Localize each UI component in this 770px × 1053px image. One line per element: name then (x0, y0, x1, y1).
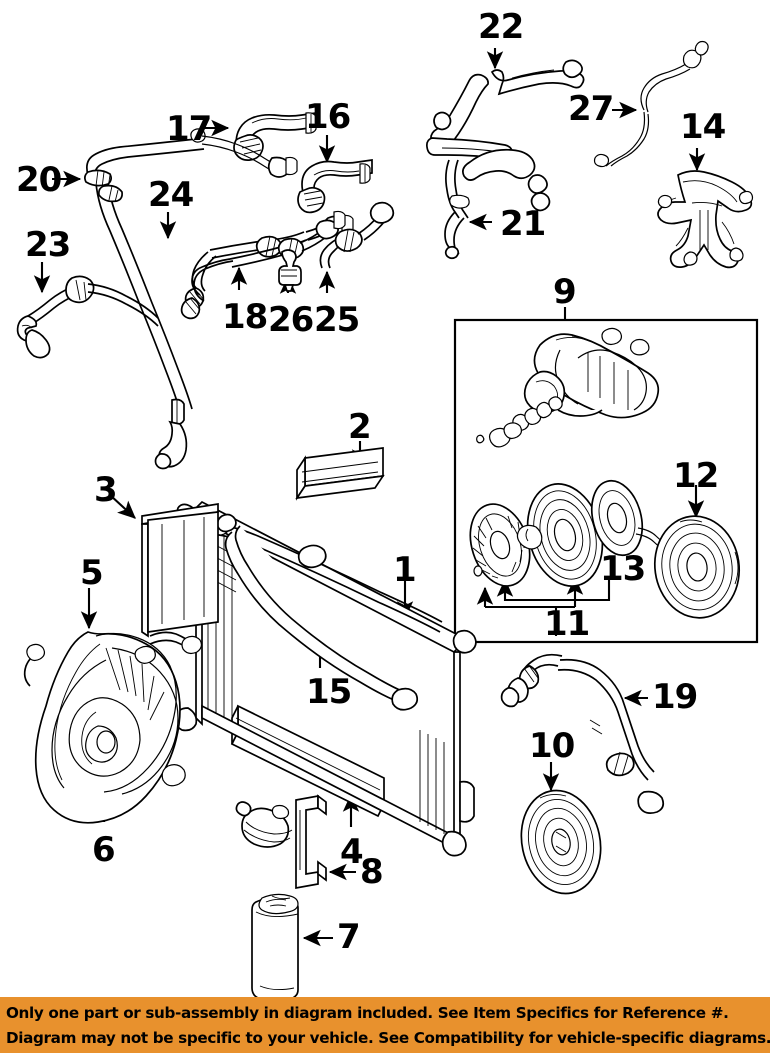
callout-12: 12 (673, 456, 719, 496)
callout-25: 25 (314, 300, 360, 340)
callout-18: 18 (222, 297, 268, 337)
callout-20: 20 (16, 160, 62, 200)
part-25-line-connector (319, 201, 395, 269)
compressor-assembly-frame (453, 318, 759, 644)
part-8-drier-bracket (295, 794, 327, 890)
part-3-shroud-baffle (141, 503, 219, 638)
part-11-13-clutch-set (469, 479, 680, 587)
callout-5: 5 (80, 553, 104, 593)
callout-3: 3 (94, 470, 118, 510)
callout-17: 17 (166, 109, 212, 149)
callout-4: 4 (340, 832, 364, 872)
part-20-liquid-line-long (84, 128, 298, 470)
callout-1: 1 (393, 550, 417, 590)
callout-26: 26 (268, 300, 314, 340)
callout-10: 10 (529, 726, 575, 766)
part-26-pressure-switch (278, 249, 302, 292)
callout-6: 6 (92, 830, 116, 870)
disclaimer-line-2: Diagram may not be specific to your vehi… (6, 1029, 770, 1047)
part-16-heater-hose-short (297, 159, 373, 214)
callout-11: 11 (544, 604, 590, 644)
callout-15: 15 (306, 672, 352, 712)
part-23-line-end-fitting (16, 275, 159, 359)
part-9-compressor-body (476, 327, 660, 448)
callout-21: 21 (500, 204, 546, 244)
callout-14: 14 (680, 107, 726, 147)
part-12-idler-pulley (653, 515, 741, 619)
callout-24: 24 (148, 175, 194, 215)
part-27-sensor-harness (593, 40, 709, 168)
part-15-condenser-line (211, 513, 443, 711)
callout-2: 2 (348, 407, 372, 447)
part-7-receiver-drier (251, 893, 299, 1003)
callout-13: 13 (600, 549, 646, 589)
part-14-compressor-bracket (657, 170, 754, 269)
callout-16: 16 (305, 97, 351, 137)
part-19-discharge-hose (500, 653, 665, 814)
part-2-condenser-seal-upper (295, 447, 385, 501)
callout-19: 19 (652, 677, 698, 717)
part-22-heater-hose-assembly (426, 59, 585, 260)
callout-22: 22 (478, 7, 524, 47)
part-17-heater-hose-elbow (233, 112, 317, 161)
disclaimer-line-1: Only one part or sub-assembly in diagram… (6, 1004, 729, 1022)
callout-7: 7 (337, 917, 361, 957)
callout-23: 23 (25, 225, 71, 265)
disclaimer-banner: Only one part or sub-assembly in diagram… (0, 997, 770, 1053)
callout-27: 27 (568, 89, 614, 129)
part-8-clamp-ring (235, 801, 293, 848)
callout-9: 9 (553, 272, 577, 312)
part-5-6-cooling-fan-shroud (23, 631, 203, 824)
callout-8: 8 (360, 852, 384, 892)
part-10-crankshaft-pulley (520, 789, 602, 895)
